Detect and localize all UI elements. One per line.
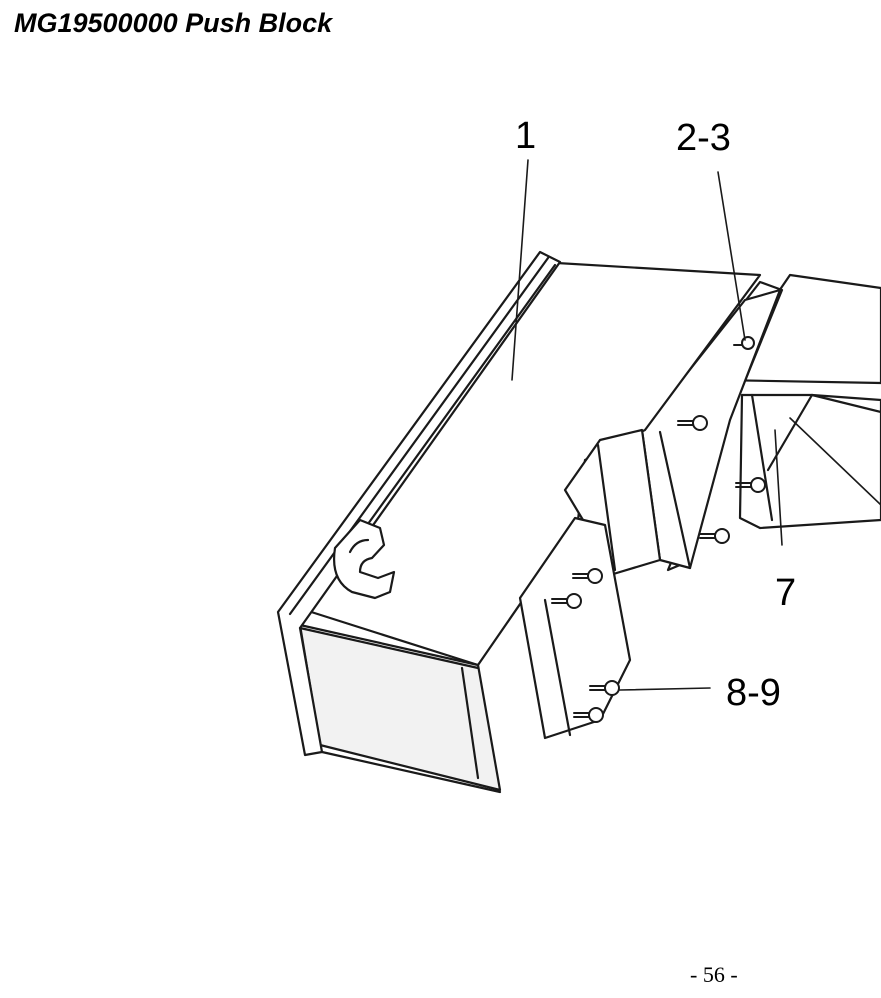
leader-lines [511, 159, 881, 691]
callout-2-3: 2-3 [676, 117, 731, 159]
push-block-body [276, 250, 762, 794]
mounting-plate-part [716, 273, 881, 530]
callout-1: 1 [515, 115, 536, 157]
callout-8-9: 8-9 [726, 672, 781, 714]
page-number: - 56 - [690, 962, 738, 987]
bolt-set [551, 336, 766, 723]
rear-flange-plate [640, 280, 784, 572]
lifting-hook [333, 518, 396, 600]
front-flange-plate [518, 516, 632, 740]
page-title: MG19500000 Push Block [14, 8, 333, 38]
callout-7: 7 [775, 572, 796, 614]
